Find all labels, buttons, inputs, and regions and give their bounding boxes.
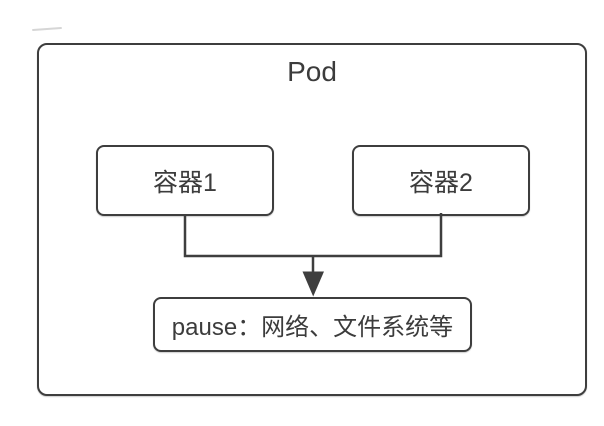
container-1-label: 容器1 xyxy=(153,168,217,197)
pause-label: pause：网络、文件系统等 xyxy=(171,314,454,341)
stray-mark xyxy=(31,26,63,32)
node-container-2: 容器2 xyxy=(352,145,530,216)
node-pause: pause：网络、文件系统等 xyxy=(153,297,472,352)
container-2-label: 容器2 xyxy=(409,168,473,197)
node-container-1: 容器1 xyxy=(96,145,274,216)
pod-title: Pod xyxy=(287,56,337,87)
